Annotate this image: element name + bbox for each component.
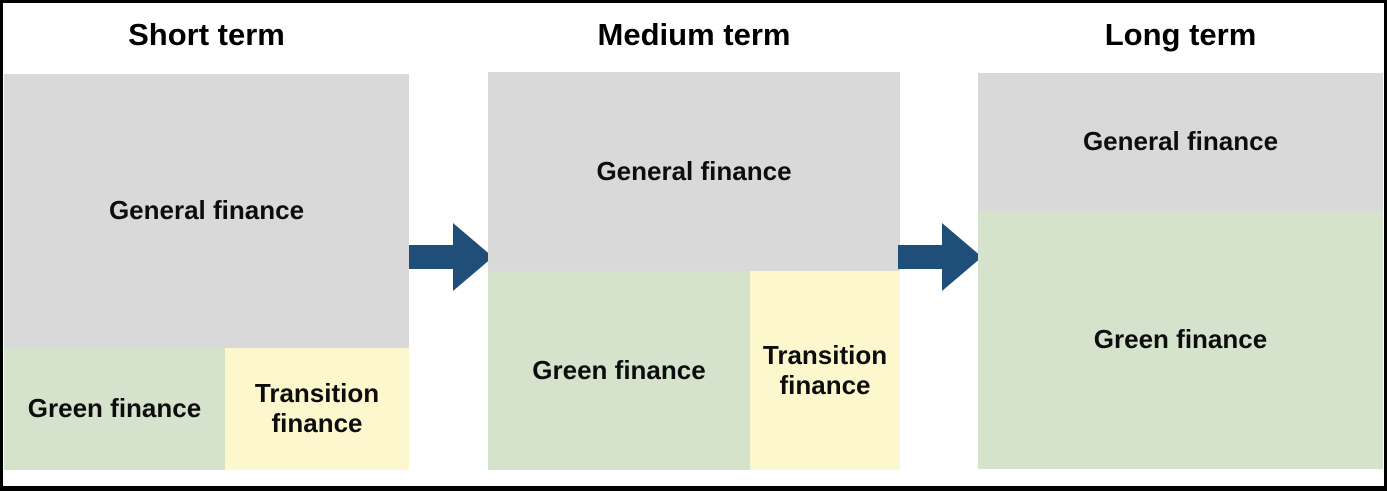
block-label: General finance: [596, 155, 792, 186]
transition-finance-block-medium-term: Transition finance: [750, 271, 900, 470]
general-finance-block-long-term: General finance: [978, 73, 1383, 211]
right-arrow-icon: [409, 223, 493, 291]
general-finance-block-medium-term: General finance: [488, 72, 900, 271]
green-finance-block-short-term: Green finance: [4, 348, 225, 470]
right-arrow-shape: [409, 223, 493, 291]
block-label: Green finance: [1093, 324, 1268, 355]
block-label: Green finance: [27, 393, 202, 424]
green-finance-block-medium-term: Green finance: [488, 271, 750, 470]
block-label: Transition finance: [254, 378, 380, 438]
right-arrow-shape: [898, 223, 982, 291]
block-label: General finance: [1082, 126, 1279, 157]
right-arrow-icon: [898, 223, 982, 291]
block-label: General finance: [108, 195, 305, 226]
column-title-short-term: Short term: [128, 17, 285, 52]
block-label: Transition finance: [762, 339, 888, 400]
transition-finance-block-short-term: Transition finance: [225, 348, 409, 470]
green-finance-block-long-term: Green finance: [978, 211, 1383, 469]
column-title-long-term: Long term: [1104, 17, 1257, 52]
column-title-medium-term: Medium term: [597, 17, 791, 52]
block-label: Green finance: [532, 354, 706, 385]
general-finance-block-short-term: General finance: [4, 74, 409, 348]
